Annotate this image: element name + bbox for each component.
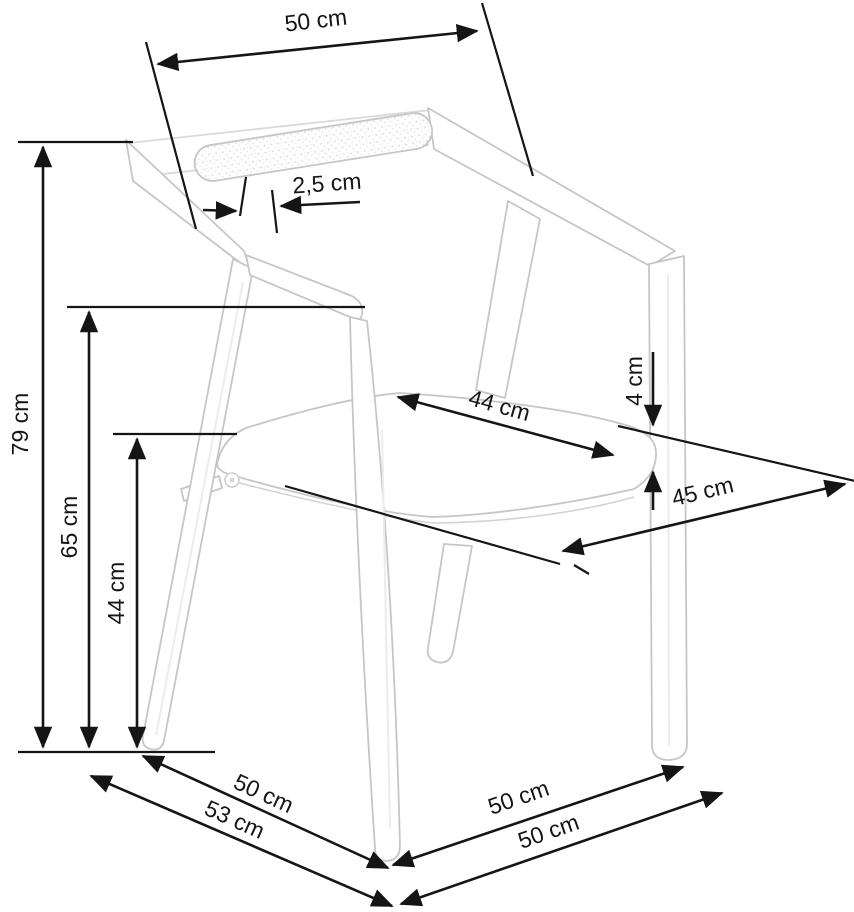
dimension-label: 50 cm: [485, 775, 553, 820]
backrest-pad: [193, 112, 433, 182]
right-arm-post: [475, 200, 541, 399]
dim-top-back-width: 50 cm: [144, 2, 535, 230]
seat-cushion: [216, 392, 657, 518]
dimension-arrow: [156, 23, 479, 72]
dim-seat-width: 44 cm: [396, 384, 615, 459]
back-right-leg-highlight: [667, 273, 670, 747]
dimension-label: 65 cm: [56, 496, 82, 559]
dimension-label: 79 cm: [7, 393, 33, 456]
dimension-label: 4 cm: [621, 356, 647, 406]
dim-base-right: 50 cm 50 cm: [391, 764, 724, 907]
dimension-arrow: [279, 195, 361, 215]
left-armrest: [245, 254, 364, 321]
dimension-arrow: [561, 479, 847, 556]
tick-mark: [238, 176, 248, 217]
dimension-label: 2,5 cm: [292, 168, 363, 199]
dim-base-left: 50 cm 53 cm: [89, 754, 394, 908]
seat-screw-center: [229, 477, 235, 483]
extension-line: [480, 2, 535, 177]
dimension-label: 50 cm: [515, 809, 583, 854]
dimension-arrow: [89, 774, 394, 908]
tick-mark: [270, 189, 279, 234]
far-right-leg: [426, 543, 473, 664]
dimension-arrow: [396, 393, 615, 459]
dim-heights: 79 cm 65 cm 44 cm: [7, 140, 365, 754]
dimension-label: 44 cm: [103, 562, 129, 625]
extension-line: [617, 424, 854, 482]
dimension-arrow: [399, 790, 724, 907]
extension-line: [284, 484, 561, 566]
back-left-leg-highlight: [155, 281, 244, 736]
right-back-horn: [427, 107, 676, 267]
extension-tick: [573, 564, 590, 575]
dim-back-bar-thickness: 2,5 cm: [202, 168, 363, 234]
backrest-top-edge: [128, 109, 432, 144]
dimension-label: 50 cm: [283, 4, 348, 37]
chair-illustration: [125, 107, 688, 862]
dimension-arrow: [202, 201, 238, 220]
extension-line: [144, 41, 198, 230]
back-left-leg: [141, 258, 254, 751]
